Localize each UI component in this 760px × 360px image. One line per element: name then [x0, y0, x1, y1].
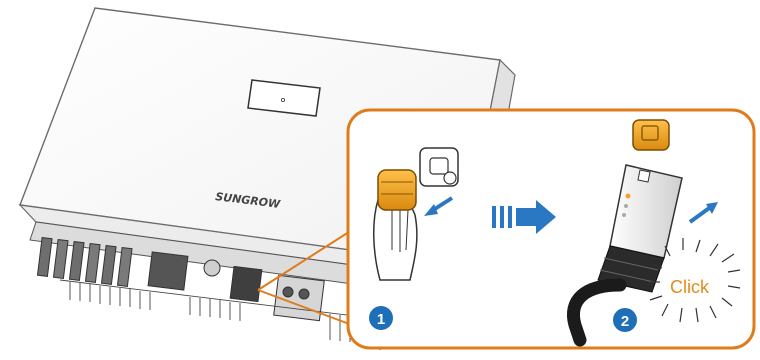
port-seal [420, 148, 458, 186]
rj45-plug [633, 120, 669, 150]
click-label: Click [670, 277, 710, 297]
step-1-badge: 1 [369, 306, 393, 330]
step-2-badge: 2 [613, 308, 637, 332]
step-1-number: 1 [377, 311, 385, 328]
protective-cap [378, 170, 416, 210]
callout-panel: Click 1 2 [348, 110, 754, 348]
step-2-number: 2 [621, 313, 629, 330]
